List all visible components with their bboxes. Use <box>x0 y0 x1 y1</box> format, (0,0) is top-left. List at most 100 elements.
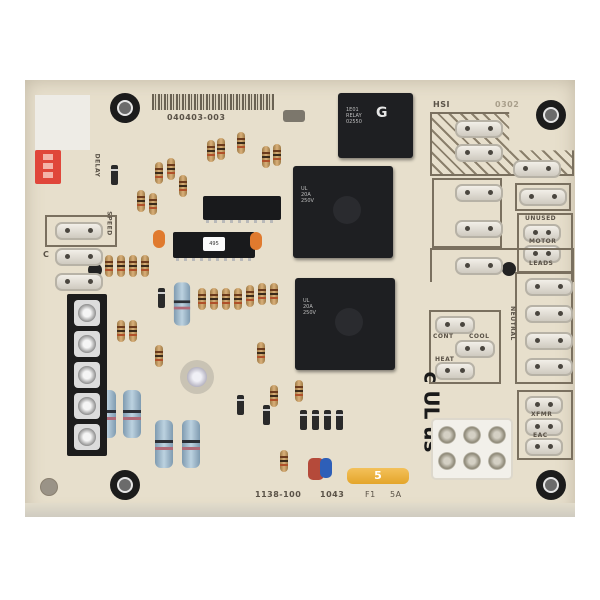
electrolytic-capacitor <box>180 360 214 394</box>
spade-terminal[interactable] <box>55 273 103 291</box>
spade-terminal[interactable] <box>519 188 567 206</box>
terminal-screw-1[interactable] <box>74 300 100 326</box>
terminal-screw-5[interactable] <box>74 424 100 450</box>
neutral-box <box>515 272 573 384</box>
spade-terminal-xfmr-2[interactable] <box>525 418 563 436</box>
cont-cool-heat-box <box>429 310 501 384</box>
code-label-left: 1138-100 <box>255 490 302 499</box>
resistor <box>237 132 245 154</box>
xfmr-label: XFMR <box>531 411 553 418</box>
spade-terminal[interactable] <box>455 184 503 202</box>
motor-label: MOTOR <box>529 238 557 245</box>
spade-terminal[interactable] <box>455 220 503 238</box>
speed-label: SPEED <box>105 211 113 236</box>
resistor <box>270 385 278 407</box>
mounting-hole-bottom-left <box>110 470 140 500</box>
fuse-ref-label: F1 <box>365 490 376 499</box>
resistor <box>149 193 157 215</box>
terminal-screw-3[interactable] <box>74 362 100 388</box>
resistor <box>258 283 266 305</box>
resistor <box>129 255 137 277</box>
resistor <box>207 140 215 162</box>
cont-label: CONT <box>433 333 454 340</box>
ic-chip-lower: 495 <box>173 232 255 261</box>
eac-label: EAC <box>533 432 548 439</box>
resistor <box>246 285 254 307</box>
terminal-screw-4[interactable] <box>74 393 100 419</box>
diode <box>336 410 343 430</box>
spade-terminal-neutral-2[interactable] <box>525 305 573 323</box>
transistor <box>502 262 516 276</box>
thermal-fuse <box>283 110 305 122</box>
resistor <box>262 146 270 168</box>
terminal-box <box>430 248 574 282</box>
terminal-box-right <box>515 183 571 211</box>
capacitor <box>320 458 332 478</box>
board-id-label: 0302 <box>495 100 520 109</box>
barcode <box>152 94 274 110</box>
spade-terminal[interactable] <box>455 257 503 275</box>
spade-terminal-hsi-1[interactable] <box>455 120 503 138</box>
spade-terminal-hsi-2[interactable] <box>455 144 503 162</box>
resistor <box>222 288 230 310</box>
leads-label: LEADS <box>529 260 554 267</box>
dip-switch <box>35 150 61 184</box>
resistor <box>280 450 288 472</box>
fuse-rating-label: 5A <box>390 490 402 499</box>
mounting-hole-top-right <box>536 100 566 130</box>
resistor <box>155 345 163 367</box>
power-resistor <box>173 282 191 326</box>
resistor <box>210 288 218 310</box>
spade-terminal-unused-1[interactable] <box>523 224 561 242</box>
resistor <box>155 162 163 184</box>
ground-point <box>40 478 58 496</box>
cool-label: COOL <box>469 333 490 340</box>
delay-label: DELAY <box>93 153 101 178</box>
resistor <box>295 380 303 402</box>
power-resistor <box>155 420 173 468</box>
spade-terminal-cool[interactable] <box>455 340 495 358</box>
diode <box>300 410 307 430</box>
resistor <box>117 320 125 342</box>
terminal-screw-2[interactable] <box>74 331 100 357</box>
unused-label: UNUSED <box>525 215 557 222</box>
resistor <box>217 138 225 160</box>
resistor <box>105 255 113 277</box>
spade-terminal-neutral-3[interactable] <box>525 332 573 350</box>
terminal-box-left <box>432 178 502 248</box>
diode <box>312 410 319 430</box>
capacitor <box>153 230 165 248</box>
spade-terminal-neutral-1[interactable] <box>525 278 573 296</box>
resistor <box>179 175 187 197</box>
resistor <box>141 255 149 277</box>
resistor <box>234 288 242 310</box>
resistor <box>257 342 265 364</box>
part-number: 040403-003 <box>167 113 226 122</box>
spade-terminal-c[interactable] <box>55 248 103 266</box>
heat-label: HEAT <box>435 356 455 363</box>
spade-terminal-neutral-4[interactable] <box>525 358 573 376</box>
resistor <box>198 288 206 310</box>
spade-terminal-hsi-3[interactable] <box>513 160 561 178</box>
blade-fuse[interactable]: 5 <box>347 468 409 484</box>
power-resistor <box>182 420 200 468</box>
spade-terminal-spd[interactable] <box>55 222 103 240</box>
spade-terminal-xfmr[interactable] <box>525 396 563 414</box>
diode <box>111 165 118 185</box>
ic-chip-upper <box>203 196 281 223</box>
screw-terminal-block <box>67 294 107 456</box>
diode <box>263 405 270 425</box>
spade-terminal-cont[interactable] <box>435 316 475 334</box>
resistor <box>129 320 137 342</box>
resistor <box>117 255 125 277</box>
resistor <box>273 144 281 166</box>
c-label: C <box>43 250 50 259</box>
spade-terminal-heat[interactable] <box>435 362 475 380</box>
mounting-hole-bottom-right <box>536 470 566 500</box>
spade-terminal-eac[interactable] <box>525 438 563 456</box>
molex-connector[interactable] <box>433 420 511 478</box>
